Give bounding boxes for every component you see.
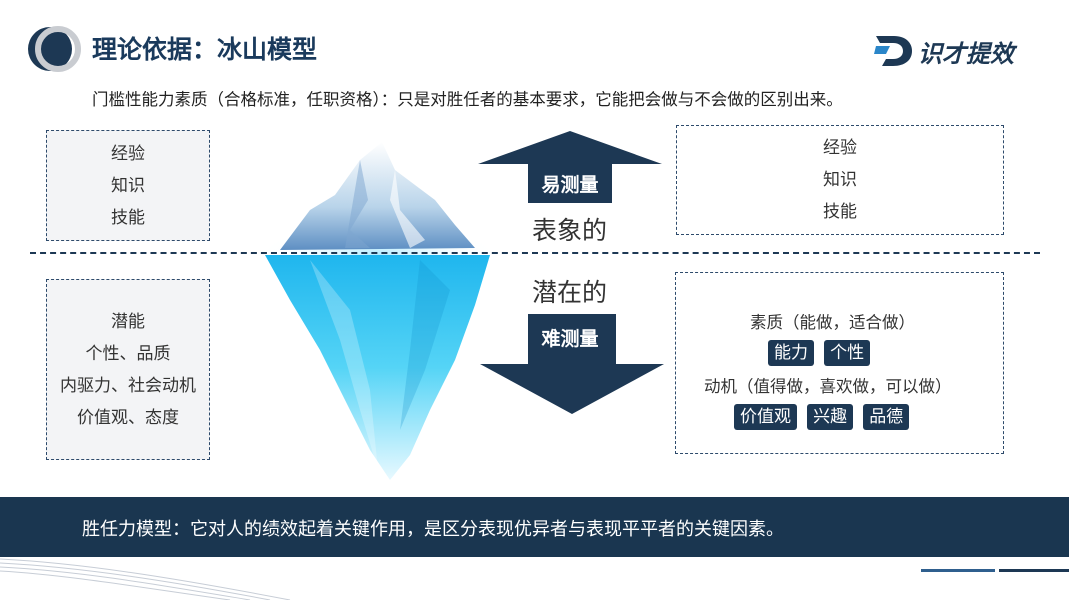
motivation-line: 动机（值得做，喜欢做，可以做）: [704, 377, 952, 396]
water-line-divider: [30, 252, 1040, 254]
accent-line: [921, 569, 995, 572]
list-item: 个性、品质: [85, 343, 171, 364]
tag-personality: 个性: [824, 340, 871, 366]
down-arrow: [480, 314, 664, 414]
brand-logo-icon: [874, 36, 912, 66]
tag-values: 价值观: [734, 404, 797, 430]
list-item: 经验: [823, 138, 857, 158]
list-item: 知识: [111, 175, 145, 196]
traits-line: 素质（能做，适合做）: [750, 313, 915, 332]
right-latent-box: 素质（能做，适合做） 能力 个性 动机（值得做，喜欢做，可以做） 价值观 兴趣 …: [675, 272, 1004, 454]
left-surface-box: 经验 知识 技能: [46, 130, 210, 241]
brand-logo: 识才提效: [874, 32, 1044, 72]
footer-text: 胜任力模型：它对人的绩效起着关键作用，是区分表现优异者与表现平平者的关键因素。: [82, 519, 784, 540]
up-arrow: [478, 131, 662, 203]
list-item: 潜能: [111, 311, 145, 332]
list-item: 价值观、态度: [77, 407, 179, 428]
tag-ability: 能力: [768, 340, 814, 366]
footer-band: [0, 497, 1069, 557]
iceberg-illustration: [250, 140, 510, 485]
hard-measure-label: 难测量: [528, 324, 612, 354]
right-surface-box: 经验 知识 技能: [676, 125, 1004, 235]
page-title: 理论依据：冰山模型: [92, 35, 318, 64]
brand-logo-text: 识才提效: [918, 40, 1014, 68]
easy-measure-label: 易测量: [528, 170, 612, 200]
list-item: 技能: [823, 202, 857, 222]
accent-line: [999, 569, 1069, 572]
decorative-wave: [0, 557, 300, 601]
title-circle-icon: [24, 24, 84, 74]
list-item: 技能: [111, 207, 145, 228]
list-item: 知识: [823, 170, 857, 190]
traits-tags: 能力 个性: [768, 340, 871, 366]
subtitle: 门槛性能力素质（合格标准，任职资格）：只是对胜任者的基本要求，它能把会做与不会做…: [92, 90, 843, 109]
tag-morality: 品德: [863, 404, 910, 430]
motivation-tags: 价值观 兴趣 品德: [734, 404, 910, 430]
surface-label: 表象的: [532, 216, 608, 245]
list-item: 内驱力、社会动机: [60, 375, 196, 396]
tag-interest: 兴趣: [807, 404, 854, 430]
list-item: 经验: [111, 143, 145, 164]
latent-label: 潜在的: [532, 278, 608, 307]
left-latent-box: 潜能 个性、品质 内驱力、社会动机 价值观、态度: [46, 279, 210, 460]
